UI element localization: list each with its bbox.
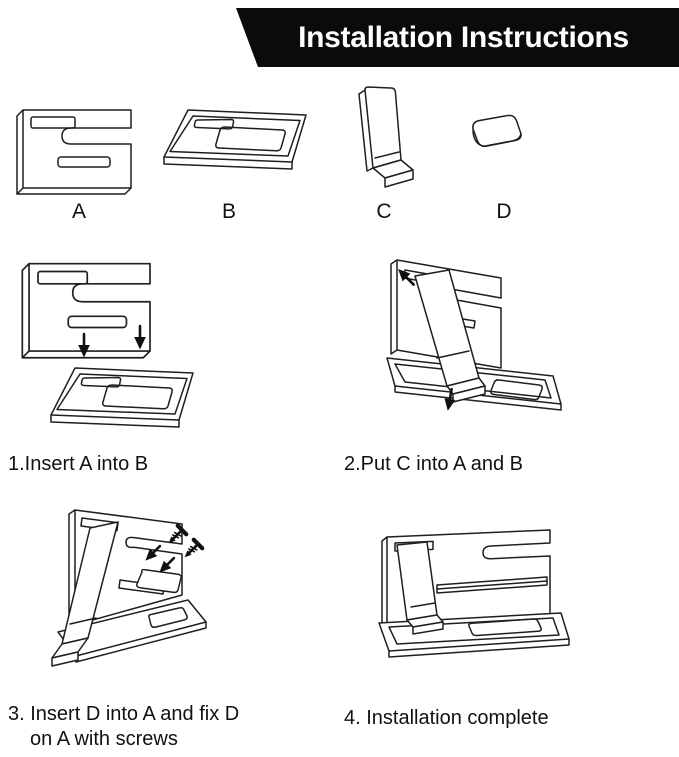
- header-banner: Installation Instructions: [236, 8, 679, 67]
- step-2-diagram: [386, 259, 562, 411]
- down-arrow-icon: [134, 324, 146, 350]
- step-4-caption: 4. Installation complete: [344, 707, 549, 729]
- step-2-caption: 2.Put C into A and B: [344, 453, 524, 475]
- step-1-diagram: [21, 262, 194, 428]
- part-b-diagram: [163, 109, 307, 170]
- page-title: Installation Instructions: [298, 21, 629, 54]
- stand-c-shape: [51, 521, 119, 667]
- up-left-arrow-icon: [398, 269, 415, 286]
- part-a-diagram: [16, 109, 132, 195]
- part-d-diagram: [472, 114, 522, 147]
- down-left-arrow-icon: [159, 556, 176, 573]
- shelf-d-shape: [436, 576, 548, 594]
- part-c-label: C: [376, 200, 392, 223]
- panel-a-shape: [21, 262, 151, 359]
- part-a-label: A: [71, 200, 86, 223]
- down-arrow-icon: [78, 332, 90, 358]
- part-d-label: D: [496, 200, 512, 223]
- part-b-label: B: [221, 200, 236, 223]
- screw-icon: [168, 523, 189, 544]
- step-1-caption: 1.Insert A into B: [8, 453, 149, 475]
- base-b-shape: [50, 367, 194, 428]
- step-3-caption: 3. Insert D into A and fix D on A with s…: [8, 702, 308, 752]
- down-arrow-icon: [444, 387, 456, 411]
- stand-c-shape: [396, 541, 444, 635]
- down-left-arrow-icon: [145, 544, 162, 561]
- plate-d-shape: [136, 568, 182, 594]
- part-c-diagram: [358, 86, 414, 188]
- screw-icon: [184, 537, 205, 558]
- step-3-diagram: [51, 509, 207, 667]
- step-4-diagram: [378, 529, 570, 658]
- step-3-caption-line2: on A with screws: [30, 728, 178, 750]
- stand-c-shape: [414, 269, 486, 403]
- step-3-caption-line1: 3. Insert D into A and fix D: [8, 703, 240, 725]
